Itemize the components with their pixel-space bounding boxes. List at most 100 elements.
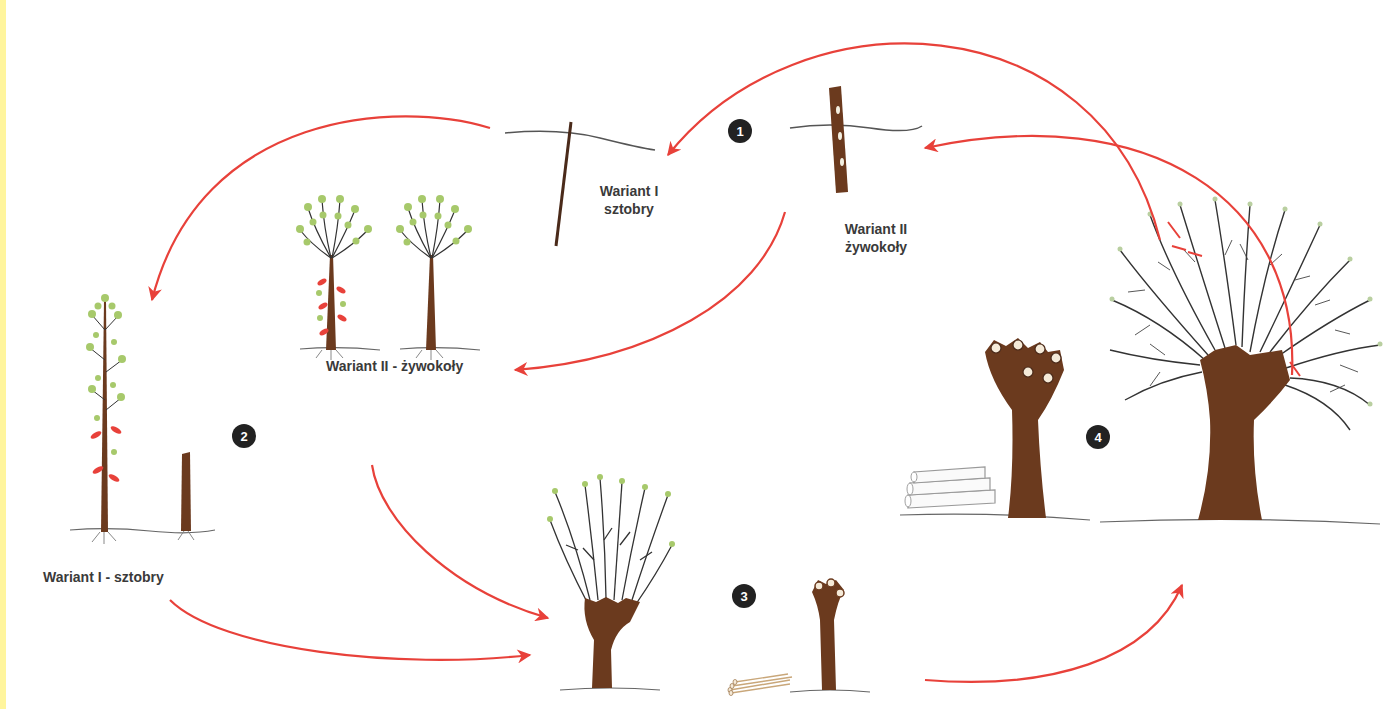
cut-pollard-part	[812, 580, 844, 690]
young-tree-part-part	[318, 195, 326, 203]
cut-pollard-part	[790, 690, 870, 692]
rooted-sapling-part-part	[110, 382, 116, 388]
pollard-in-leaf-part	[1168, 222, 1300, 376]
young-tree-part-part	[408, 208, 431, 258]
mature-pollard-part-part	[1051, 353, 1061, 363]
rooted-sapling-part-part	[95, 303, 102, 310]
rooted-sapling-part-part	[101, 294, 109, 302]
pollard-in-leaf-part-part	[1270, 260, 1350, 352]
young-tree-part-part	[296, 225, 304, 233]
young-tree-part-part	[420, 212, 427, 219]
step-number: 2	[232, 424, 256, 448]
young-tree-part-part	[396, 225, 404, 233]
young-tree-part-part	[308, 208, 331, 258]
cut-pollard-part-part	[730, 674, 792, 693]
young-tree-part-part	[320, 212, 327, 219]
young-tree-part-part	[318, 327, 329, 336]
young-pollard-part	[550, 478, 672, 604]
cut-pollard-part-part	[729, 691, 733, 696]
young-tree-part-part	[353, 238, 360, 245]
young-tree-part	[316, 277, 347, 336]
cut-pollard-part-part	[733, 680, 737, 685]
number-circle-fill	[1086, 425, 1110, 449]
callout-number: 4	[1094, 431, 1101, 444]
young-pollard-part-part	[550, 520, 588, 604]
mature-pollard-part-part	[1043, 373, 1053, 383]
cycle-arrow-part	[515, 212, 785, 370]
rooted-sapling-part	[101, 300, 108, 532]
young-tree-part-part	[316, 277, 327, 286]
cut-pollard	[728, 579, 870, 696]
rooted-sapling-part-part	[94, 415, 100, 421]
young-pollard-part-part	[632, 495, 668, 600]
young-pollard-part-part	[619, 478, 625, 484]
young-tree-part	[400, 200, 468, 258]
young-tree-part-part	[340, 301, 346, 307]
young-tree-part-part	[345, 222, 352, 229]
pollard-in-leaf-part-part	[1318, 222, 1323, 227]
young-tree-part-part	[404, 239, 411, 246]
rooted-sapling-part	[90, 315, 122, 410]
young-tree-part	[296, 195, 372, 246]
young-tree-part-part	[364, 225, 372, 233]
young-tree-part	[300, 200, 368, 258]
pollard-in-leaf-part-part	[1348, 257, 1353, 262]
mature-pollard-part-part	[1013, 340, 1023, 350]
pollard-in-leaf-part-part	[1285, 385, 1350, 430]
rooted-sapling-part-part	[111, 449, 117, 455]
young-tree-part-part	[336, 313, 347, 322]
variant-label: Wariant II - żywokoły	[326, 358, 463, 376]
rooted-sapling-part-part	[109, 303, 116, 310]
rooted-sapling-part	[181, 452, 191, 531]
cycle-arrow-part	[170, 600, 530, 660]
callout-number: 1	[736, 125, 743, 138]
step-number: 3	[732, 584, 756, 608]
young-tree-part	[316, 290, 346, 321]
mature-pollard-part	[908, 467, 995, 508]
rooted-sapling-part-part	[95, 375, 101, 381]
young-pollard-part-part	[636, 545, 672, 604]
live-stake-part	[836, 106, 840, 114]
young-pollard-part-part	[642, 484, 648, 490]
young-tree-part-part	[351, 205, 359, 213]
pollard-in-leaf-part-part	[1118, 247, 1123, 252]
rooted-sapling-part-part	[90, 430, 103, 440]
young-tree-part-part	[435, 213, 442, 220]
cycle-arrow	[152, 44, 1292, 682]
young-tree-part-part	[451, 205, 459, 213]
step-number: 1	[728, 119, 752, 143]
young-pollard-part-part	[665, 491, 671, 497]
pollard-in-leaf-part-part	[1180, 205, 1225, 348]
pollard-in-leaf-part-part	[1368, 402, 1373, 407]
number-circle-fill	[232, 424, 256, 448]
pollard-in-leaf-part-part	[1378, 342, 1383, 347]
young-pollard-part-part	[669, 541, 675, 547]
cycle-arrow-part	[668, 44, 1160, 240]
young-tree-part-part	[464, 225, 472, 233]
pollard-in-leaf-part-part	[1368, 297, 1373, 302]
young-tree-part-part	[316, 290, 322, 296]
pollard-in-leaf-part-part	[1248, 202, 1253, 207]
young-pollard-part-part	[582, 481, 588, 487]
young-tree-part	[396, 195, 472, 246]
mature-pollard-part	[900, 514, 1090, 520]
mature-pollard-part-part	[1023, 367, 1033, 377]
young-pollard-part-part	[597, 474, 603, 480]
young-pollard-part-part	[585, 485, 598, 600]
young-tree-part-part	[317, 301, 328, 310]
young-tree-part-part	[322, 200, 331, 258]
pollard-in-leaf-part-part	[1178, 202, 1183, 207]
cutting-rod-part	[505, 131, 655, 150]
callout-number: 3	[740, 590, 747, 603]
young-tree	[296, 195, 380, 360]
number-circle-fill	[728, 119, 752, 143]
live-stake-part	[829, 86, 848, 193]
young-pollard-part-part	[552, 488, 558, 494]
rooted-sapling-part-part	[86, 343, 94, 351]
young-tree-part-part	[335, 213, 342, 220]
rooted-sapling-part-part	[88, 310, 96, 318]
rooted-sapling-part-part	[118, 355, 126, 363]
mature-pollard-part	[905, 472, 917, 507]
young-pollard	[547, 474, 675, 690]
